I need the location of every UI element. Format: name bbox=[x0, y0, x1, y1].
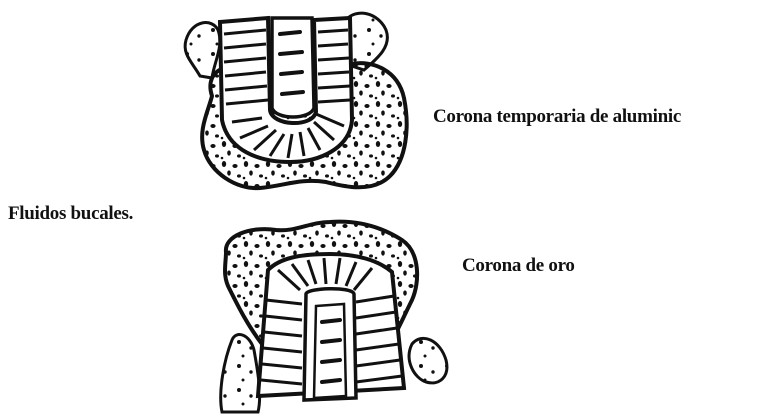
bottom-gum-right bbox=[409, 338, 447, 383]
top-crown-figure bbox=[185, 13, 407, 188]
bottom-crown-figure bbox=[221, 222, 447, 412]
top-gum-left bbox=[185, 23, 220, 78]
bottom-crown-label: Corona de oro bbox=[462, 255, 575, 277]
bottom-gum-left bbox=[221, 335, 260, 412]
fluids-label: Fluidos bucales. bbox=[8, 203, 133, 225]
top-crown-label: Corona temporaria de aluminic bbox=[433, 106, 681, 128]
